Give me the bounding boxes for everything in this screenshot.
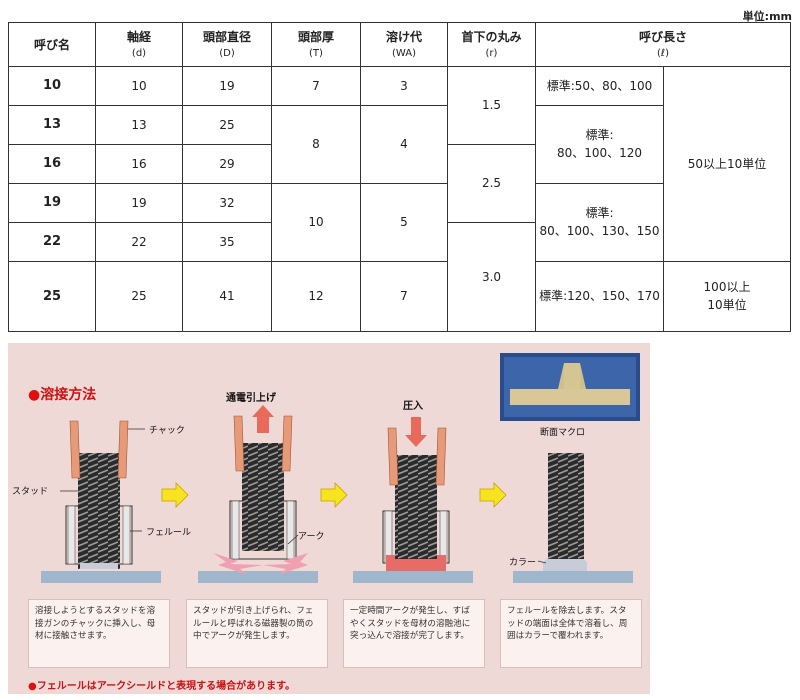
cell-T: 12 <box>271 260 361 333</box>
label-collar: カラー <box>509 558 537 568</box>
label-lift: 通電引上げ <box>226 393 276 404</box>
macro-photo <box>500 353 640 421</box>
label-chuck: チャック <box>149 426 185 436</box>
welding-illustration <box>41 353 640 583</box>
table-row: 16 16 29 2.5 <box>8 143 791 223</box>
header-head-thickness: 頭部厚(T) <box>271 22 361 67</box>
cell-D: 25 <box>182 104 272 145</box>
header-row: 呼び名 軸経(d) 頭部直径(D) 頭部厚(T) 溶け代(WA) 首下の丸み(r… <box>8 22 792 67</box>
cell-WA: 3 <box>360 66 448 106</box>
arrow-icon <box>161 482 189 508</box>
label-ferrule: フェルール <box>146 528 192 538</box>
method-title: ●溶接方法 <box>28 387 97 403</box>
label-press: 圧入 <box>403 401 423 412</box>
cell-name: 25 <box>8 260 96 333</box>
cell-T: 10 <box>271 182 361 262</box>
cell-length: 標準:120、150、170 <box>535 260 664 333</box>
cell-d: 13 <box>95 104 183 145</box>
cell-WA: 7 <box>360 260 448 333</box>
header-weld-allowance: 溶け代(WA) <box>360 22 448 67</box>
cell-T: 8 <box>271 104 361 184</box>
cell-r: 1.5 <box>447 66 536 145</box>
welding-method-panel: ●溶接方法 チャック スタッド フェルール 通電引上げ アーク 圧入 カラー 断… <box>8 343 650 694</box>
cell-D: 32 <box>182 182 272 223</box>
step3-diagram <box>353 417 473 583</box>
cell-d: 16 <box>95 143 183 184</box>
cell-d: 19 <box>95 182 183 223</box>
cell-D: 41 <box>182 260 272 333</box>
cell-d: 22 <box>95 221 183 262</box>
header-nominal: 呼び名 <box>8 22 96 67</box>
step2-description: スタッドが引き上げられ、フェルールと呼ばれる磁器製の筒の中でアークが発生します。 <box>186 599 328 668</box>
step4-description: フェルールを除去します。スタッドの端面は全体で溶着し、周囲はカラーで覆われます。 <box>500 599 642 668</box>
cell-D: 29 <box>182 143 272 184</box>
bullet-icon: ● <box>28 681 37 692</box>
header-shaft-diameter: 軸経(d) <box>95 22 183 67</box>
header-fillet-radius: 首下の丸み(r) <box>447 22 536 67</box>
cell-length: 標準:80、100、120 <box>535 104 664 184</box>
step4-diagram <box>513 453 633 583</box>
step3-description: 一定時間アークが発生し、すばやくスタッドを母材の溶融池に突っ込んで溶接が完了しま… <box>343 599 485 668</box>
cell-D: 19 <box>182 66 272 106</box>
unit-label: 単位:mm <box>742 10 792 23</box>
table-row: 19 19 32 10 5 標準:80、100、130、150 <box>8 182 791 262</box>
cell-r: 3.0 <box>447 221 536 333</box>
cell-length: 標準:80、100、130、150 <box>535 182 664 262</box>
label-arc: アーク <box>298 532 325 542</box>
arrow-icon <box>479 482 507 508</box>
step2-diagram <box>198 405 318 583</box>
bullet-icon: ● <box>28 387 41 403</box>
cell-WA: 4 <box>360 104 448 184</box>
cell-r: 2.5 <box>447 143 536 223</box>
cell-name: 13 <box>8 104 96 145</box>
header-nominal-length: 呼び長さ(ℓ) <box>534 22 792 67</box>
cell-name: 16 <box>8 143 96 184</box>
cell-name: 10 <box>8 66 96 106</box>
table-row: 10 10 19 7 3 1.5 標準:50、80、100 50以上10単位 <box>8 66 792 262</box>
table-row: 22 22 35 3.0 <box>8 221 791 333</box>
label-macro: 断面マクロ <box>540 428 586 438</box>
step1-diagram <box>41 420 161 583</box>
cell-T: 7 <box>271 66 361 106</box>
spec-table: 呼び名 軸経(d) 頭部直径(D) 頭部厚(T) 溶け代(WA) 首下の丸み(r… <box>8 22 792 333</box>
ferrule-note: ●フェルールはアークシールドと表現する場合があります。 <box>28 681 296 692</box>
cell-WA: 5 <box>360 182 448 262</box>
cell-D: 35 <box>182 221 272 262</box>
cell-name: 22 <box>8 221 96 262</box>
step1-description: 溶接しようとするスタッドを溶接ガンのチャックに挿入し、母材に接触させます。 <box>28 599 170 668</box>
cell-name: 19 <box>8 182 96 223</box>
header-head-diameter: 頭部直径(D) <box>182 22 272 67</box>
cell-d: 10 <box>95 66 183 106</box>
label-stud: スタッド <box>12 487 49 497</box>
arrow-icon <box>320 482 348 508</box>
cell-d: 25 <box>95 260 183 333</box>
cell-unit: 50以上10単位 <box>662 66 792 262</box>
cell-length: 標準:50、80、100 <box>535 66 664 106</box>
table-row: 13 13 25 8 4 標準:80、100、120 <box>8 104 791 184</box>
